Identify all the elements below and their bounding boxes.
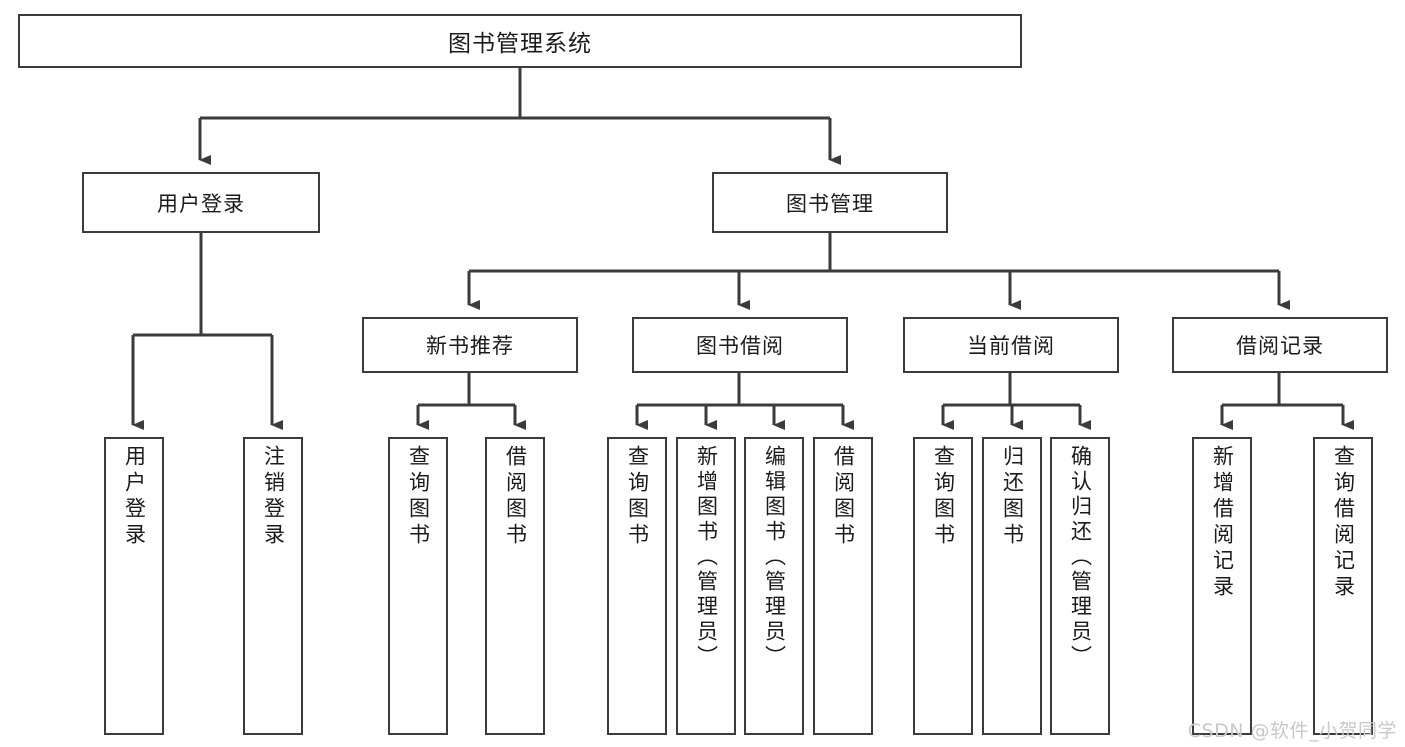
- node-leaf-add-book-label: 新增图书（管理员）: [694, 445, 719, 670]
- node-leaf-borrow-book-2-label: 借阅图书: [831, 445, 856, 549]
- node-leaf-query-book-3-label: 查询图书: [931, 445, 956, 549]
- node-root-label: 图书管理系统: [448, 31, 592, 57]
- node-leaf-query-book-3[interactable]: 查询图书: [913, 437, 973, 735]
- node-new-book-recommend-label: 新书推荐: [426, 334, 514, 358]
- node-book-management[interactable]: 图书管理: [712, 172, 948, 233]
- node-leaf-query-book-1[interactable]: 查询图书: [388, 437, 448, 735]
- node-leaf-logout[interactable]: 注销登录: [243, 437, 303, 735]
- node-current-borrow-label: 当前借阅: [967, 334, 1055, 358]
- node-user-login[interactable]: 用户登录: [82, 172, 320, 233]
- node-current-borrow[interactable]: 当前借阅: [903, 317, 1119, 373]
- node-leaf-add-record-label: 新增借阅记录: [1210, 445, 1235, 601]
- node-leaf-user-login-label: 用户登录: [122, 445, 147, 549]
- node-leaf-add-record[interactable]: 新增借阅记录: [1192, 437, 1252, 735]
- node-leaf-edit-book-label: 编辑图书（管理员）: [762, 445, 787, 670]
- node-root[interactable]: 图书管理系统: [18, 14, 1022, 68]
- node-user-login-label: 用户登录: [157, 191, 245, 216]
- csdn-watermark: CSDN @软件_小贺同学: [1187, 720, 1397, 742]
- node-leaf-confirm-return[interactable]: 确认归还（管理员）: [1050, 437, 1110, 735]
- node-leaf-confirm-return-label: 确认归还（管理员）: [1068, 445, 1093, 670]
- node-leaf-return-book[interactable]: 归还图书: [982, 437, 1042, 735]
- node-leaf-query-book-1-label: 查询图书: [406, 445, 431, 549]
- node-leaf-return-book-label: 归还图书: [1000, 445, 1025, 549]
- node-book-borrow[interactable]: 图书借阅: [632, 317, 848, 373]
- node-leaf-query-record[interactable]: 查询借阅记录: [1313, 437, 1373, 735]
- node-leaf-edit-book[interactable]: 编辑图书（管理员）: [744, 437, 804, 735]
- node-leaf-user-login[interactable]: 用户登录: [104, 437, 164, 735]
- node-leaf-query-book-2-label: 查询图书: [625, 445, 650, 549]
- node-leaf-borrow-book-1[interactable]: 借阅图书: [485, 437, 545, 735]
- node-book-borrow-label: 图书借阅: [696, 334, 784, 358]
- node-new-book-recommend[interactable]: 新书推荐: [362, 317, 578, 373]
- node-leaf-query-book-2[interactable]: 查询图书: [607, 437, 667, 735]
- node-leaf-logout-label: 注销登录: [261, 445, 286, 549]
- node-borrow-record-label: 借阅记录: [1236, 334, 1324, 358]
- node-leaf-borrow-book-1-label: 借阅图书: [503, 445, 528, 549]
- node-borrow-record[interactable]: 借阅记录: [1172, 317, 1388, 373]
- node-leaf-query-record-label: 查询借阅记录: [1331, 445, 1356, 601]
- node-book-management-label: 图书管理: [786, 191, 874, 216]
- node-leaf-borrow-book-2[interactable]: 借阅图书: [813, 437, 873, 735]
- node-leaf-add-book[interactable]: 新增图书（管理员）: [676, 437, 736, 735]
